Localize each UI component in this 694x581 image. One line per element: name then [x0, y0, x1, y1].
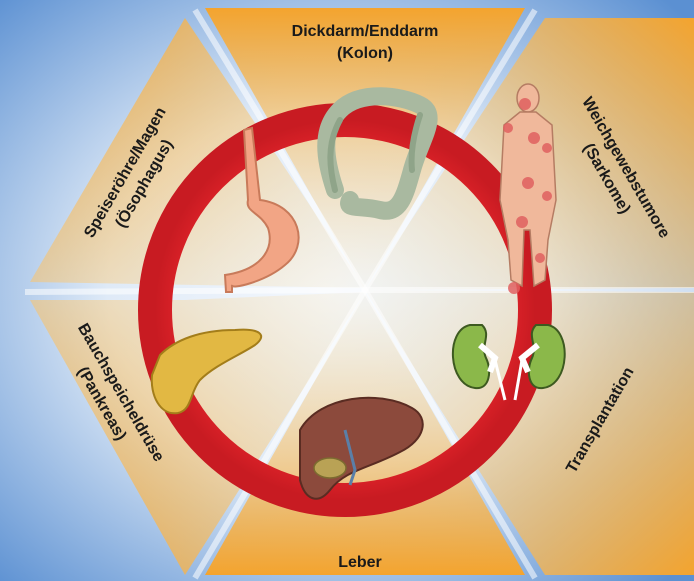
svg-text:Leber: Leber [338, 554, 382, 571]
svg-text:Dickdarm/Enddarm: Dickdarm/Enddarm [292, 23, 439, 40]
label-liver: Leber [338, 554, 382, 571]
svg-text:(Kolon): (Kolon) [337, 45, 393, 62]
